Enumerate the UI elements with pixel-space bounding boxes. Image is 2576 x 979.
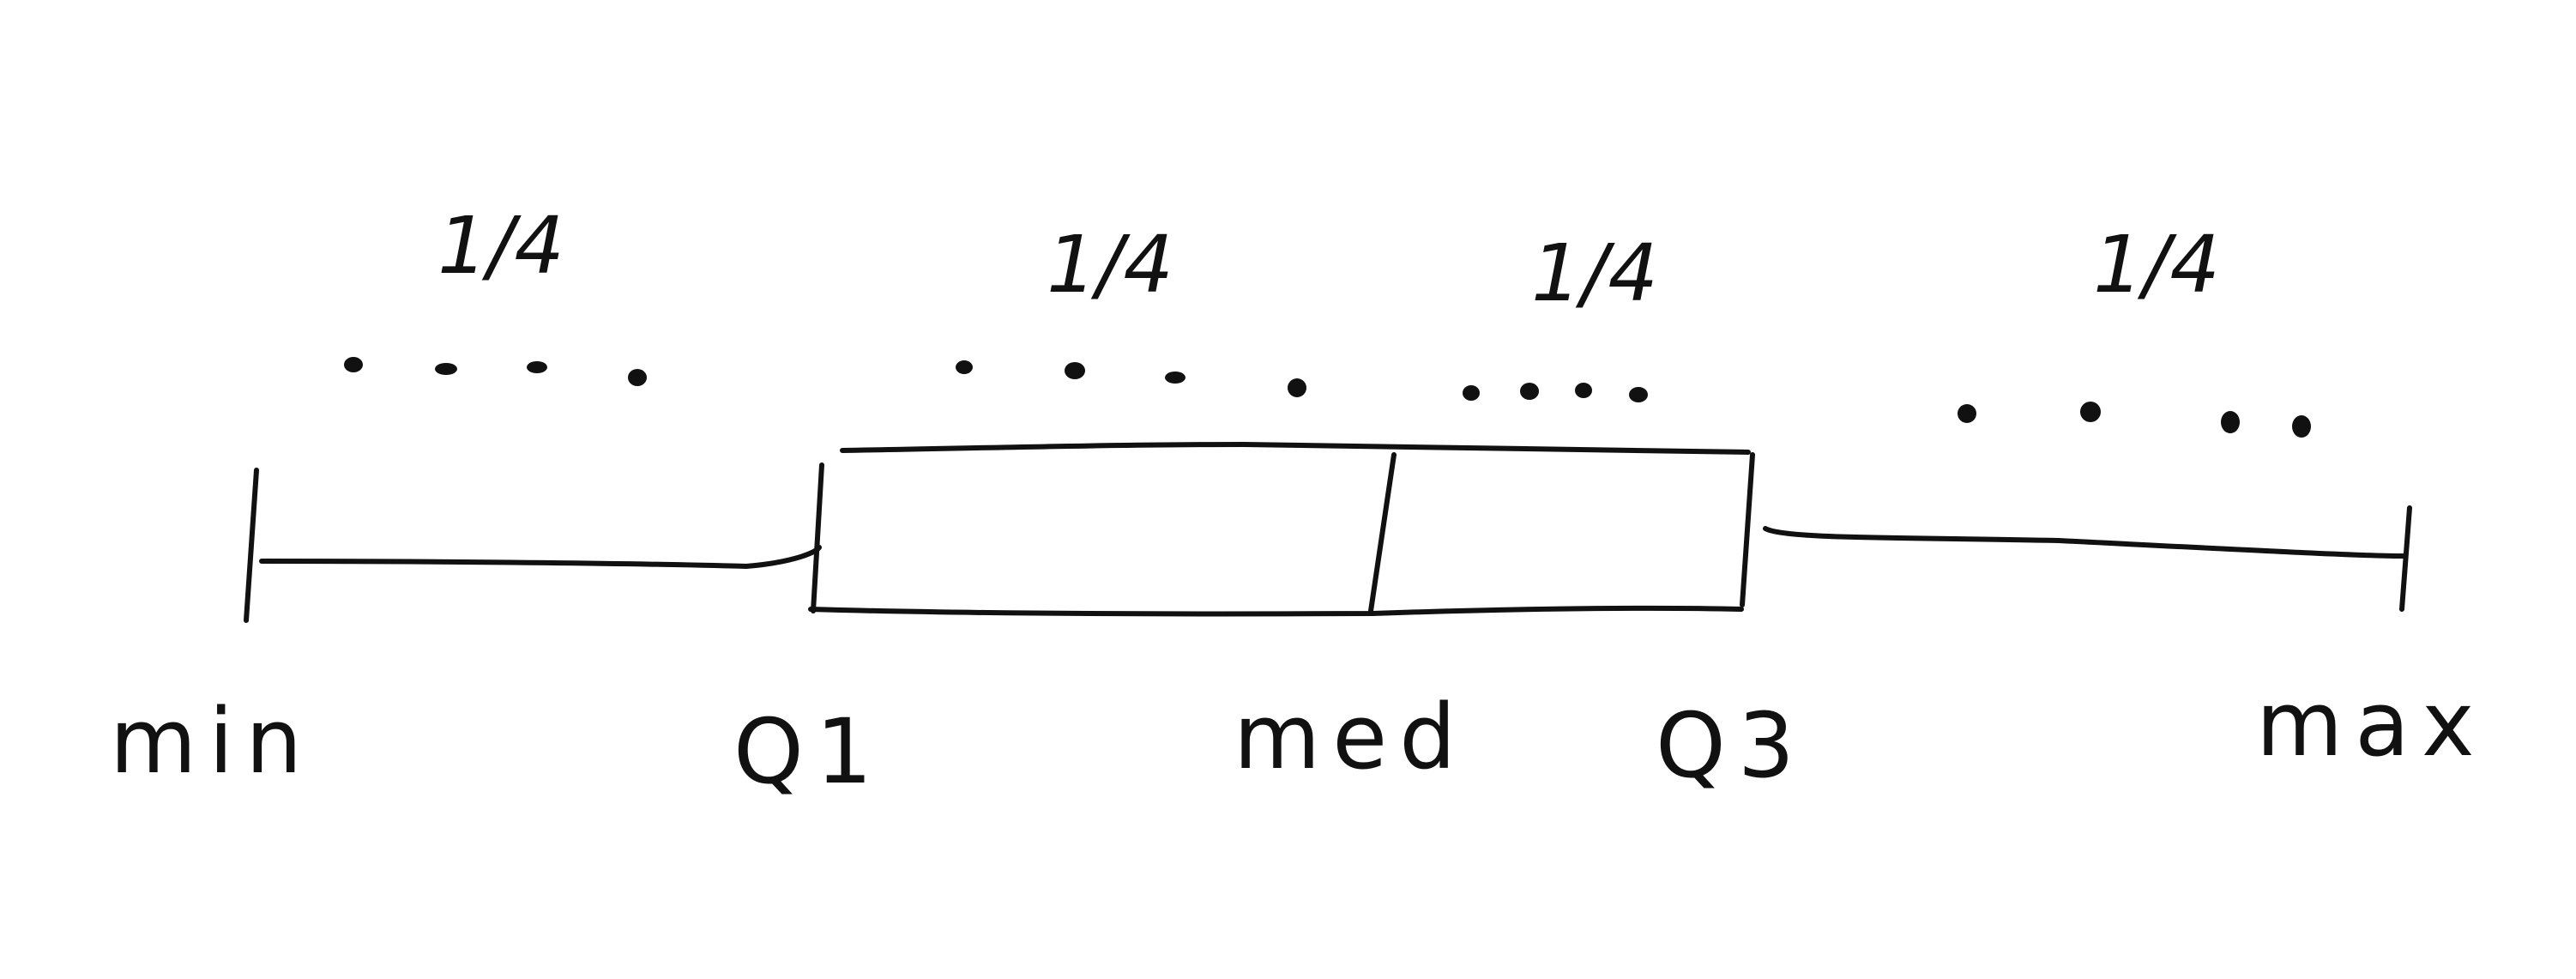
data-dot: [2080, 402, 2101, 422]
data-dot: [1065, 362, 1085, 379]
max-tick: [2399, 505, 2412, 612]
data-dot: [1958, 404, 1976, 423]
axis-labels: min Q1 med Q3 max: [110, 672, 2487, 804]
quarter-fractions: 1/4 1/4 1/4 1/4: [437, 200, 2220, 319]
data-dots: [344, 357, 2311, 438]
min-tick: [244, 468, 259, 623]
right-whisker: [1763, 505, 2412, 612]
data-dot: [956, 360, 973, 374]
label-q3: Q3: [1656, 693, 1807, 798]
box-bottom-edge: [808, 605, 1744, 617]
box-q1-edge: [811, 462, 824, 613]
right-whisker-line: [1763, 526, 2406, 559]
data-dot: [1288, 378, 1306, 397]
data-dot: [1629, 387, 1648, 402]
left-whisker: [244, 468, 822, 623]
label-median: med: [1234, 685, 1468, 789]
quarter-fraction-1: 1/4: [437, 200, 564, 292]
left-whisker-line: [259, 545, 822, 569]
label-max: max: [2256, 672, 2487, 777]
box-top-edge: [840, 442, 1751, 455]
box-q3-edge: [1740, 452, 1755, 607]
quarter-fraction-2: 1/4: [1047, 219, 1173, 311]
data-dot: [628, 369, 647, 386]
label-q1: Q1: [733, 699, 884, 804]
data-dot: [527, 361, 547, 373]
data-dot: [1575, 383, 1592, 398]
data-dot: [1165, 372, 1185, 384]
data-dot: [2292, 415, 2311, 438]
data-dot: [1520, 383, 1539, 400]
data-dot: [344, 357, 363, 372]
data-dot: [435, 363, 457, 375]
quarter-fraction-4: 1/4: [2093, 219, 2220, 311]
interquartile-box: [808, 442, 1755, 617]
label-min: min: [110, 689, 314, 794]
quarter-fraction-3: 1/4: [1531, 227, 1658, 319]
data-dot: [1463, 385, 1480, 401]
data-dot: [2221, 411, 2240, 433]
box-median-line: [1368, 452, 1397, 613]
